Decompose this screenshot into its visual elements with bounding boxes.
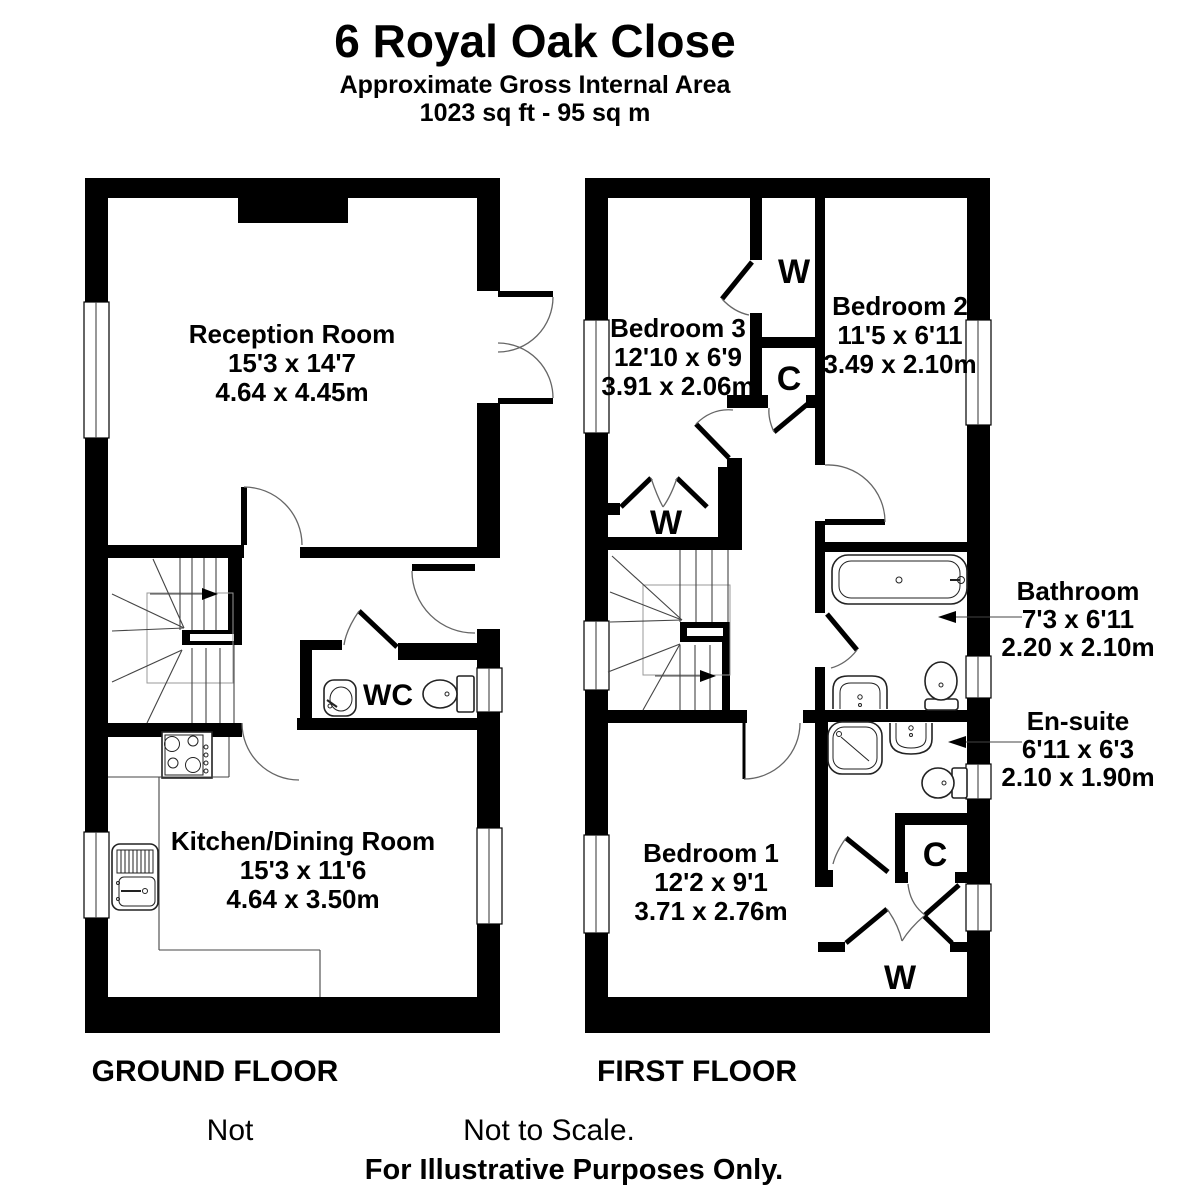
ground-windows (83, 301, 503, 925)
cupboard-bottom-label: C (923, 836, 948, 874)
wardrobe-mid-bifold-door (619, 476, 709, 509)
window-bedroom3-left (583, 319, 610, 434)
ground-fixtures (108, 675, 475, 997)
french-doors (497, 291, 554, 404)
illustrative-text: For Illustrative Purposes Only. (365, 1154, 783, 1186)
bathroom-name: Bathroom (1017, 576, 1140, 606)
window-bedroom1-left (583, 834, 610, 934)
bathroom-imperial: 7'3 x 6'11 (1022, 604, 1134, 634)
wardrobe-top-door (720, 260, 754, 316)
window-reception-left (83, 301, 110, 439)
ensuite-sink-icon (889, 723, 933, 755)
ground-doors (241, 291, 554, 781)
label-leaders (938, 611, 1022, 748)
bedroom3-name: Bedroom 3 (610, 313, 746, 343)
bedroom3-metric: 3.91 x 2.06m (601, 371, 754, 401)
cupboard-bottom-door (907, 883, 961, 917)
first-windows (583, 319, 992, 934)
stairs-up-arrow (150, 588, 218, 600)
kitchen-sink-icon (111, 843, 159, 911)
kitchen-metric: 4.64 x 3.50m (226, 884, 379, 914)
window-bathroom-right (965, 655, 992, 699)
header: 6 Royal Oak Close Approximate Gross Inte… (334, 15, 735, 127)
bedroom1-door (742, 722, 801, 780)
first-doors (619, 260, 961, 945)
bedroom2-imperial: 11'5 x 6'11 (837, 320, 962, 350)
ensuite-metric: 2.10 x 1.90m (1001, 762, 1154, 792)
wardrobe-top-label: W (778, 253, 811, 291)
hob-icon (161, 731, 213, 779)
reception-imperial: 15'3 x 14'7 (228, 348, 356, 378)
kitchen-counter (108, 737, 321, 997)
footer: GROUND FLOOR FIRST FLOOR Not Not to Scal… (92, 1055, 798, 1186)
ground-openings (475, 291, 505, 629)
bathroom-leader-arrow (938, 611, 1022, 623)
cupboard-top-label: C (777, 360, 802, 398)
ground-stairs (111, 558, 235, 724)
ensuite-toilet-icon (921, 767, 968, 799)
wc-toilet-icon (422, 675, 475, 713)
bedroom1-metric: 3.71 x 2.76m (634, 896, 787, 926)
window-landing-left (583, 620, 610, 691)
bathroom-metric: 2.20 x 2.10m (1001, 632, 1154, 662)
first-fixtures (827, 554, 968, 799)
wc-label: WC (363, 679, 413, 712)
page-area: 1023 sq ft - 95 sq m (420, 99, 651, 127)
bathroom-door (825, 612, 859, 669)
bedroom3-door (694, 409, 734, 460)
window-kitchen-right (475, 827, 503, 925)
ensuite-imperial: 6'11 x 6'3 (1022, 734, 1134, 764)
ensuite-leader-arrow (948, 736, 1022, 748)
reception-name: Reception Room (189, 319, 396, 349)
stairs-up-arrow (655, 670, 716, 682)
wc-sink-icon (323, 679, 357, 717)
first-floor-plan: Bedroom 3 12'10 x 6'9 3.91 x 2.06m Bedro… (583, 178, 1155, 1033)
wardrobe-bottom-label: W (884, 959, 917, 997)
page-title: 6 Royal Oak Close (334, 15, 735, 67)
bathtub-icon (831, 554, 968, 605)
cupboard-top-door (768, 400, 812, 434)
window-kitchen-left (83, 831, 110, 919)
not-fragment-text: Not (207, 1114, 254, 1147)
ensuite-name: En-suite (1027, 706, 1130, 736)
bedroom2-metric: 3.49 x 2.10m (823, 349, 976, 379)
not-to-scale-text: Not to Scale. (463, 1114, 635, 1147)
kitchen-imperial: 15'3 x 11'6 (240, 855, 367, 885)
reception-metric: 4.64 x 4.45m (215, 377, 368, 407)
ground-floor-label: GROUND FLOOR (92, 1055, 339, 1088)
kitchen-door (241, 722, 300, 781)
first-room-labels: Bedroom 3 12'10 x 6'9 3.91 x 2.06m Bedro… (601, 253, 1154, 997)
window-wc-right (475, 667, 503, 713)
page-subtitle: Approximate Gross Internal Area (340, 71, 732, 99)
window-lobby-right (965, 883, 992, 932)
wardrobe-bottom-double-door (844, 907, 954, 945)
wc-door (343, 609, 399, 649)
ensuite-door (832, 836, 890, 874)
first-floor-label: FIRST FLOOR (597, 1055, 797, 1088)
window-bedroom2-right (965, 319, 992, 426)
first-stairs (607, 550, 731, 711)
kitchen-name: Kitchen/Dining Room (171, 826, 435, 856)
front-door (411, 564, 476, 634)
wardrobe-mid-label: W (650, 504, 683, 542)
ground-floor-plan: Reception Room 15'3 x 14'7 4.64 x 4.45m … (83, 178, 554, 1033)
window-ensuite-right (965, 763, 992, 800)
bathroom-toilet-icon (924, 661, 959, 711)
reception-door (241, 486, 303, 546)
bedroom2-name: Bedroom 2 (832, 291, 968, 321)
bedroom1-name: Bedroom 1 (643, 838, 779, 868)
bedroom3-imperial: 12'10 x 6'9 (614, 342, 742, 372)
bedroom2-door (824, 464, 886, 525)
ground-room-labels: Reception Room 15'3 x 14'7 4.64 x 4.45m … (171, 319, 435, 914)
bathroom-sink-icon (832, 675, 888, 709)
bedroom1-imperial: 12'2 x 9'1 (654, 867, 768, 897)
shower-icon (827, 721, 883, 775)
